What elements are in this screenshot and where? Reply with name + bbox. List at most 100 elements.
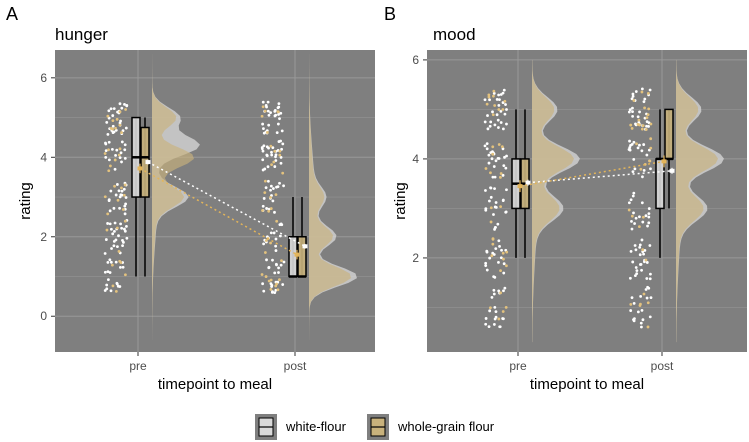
data-point-white-flour [122,187,126,191]
data-point-white-flour [647,221,651,225]
data-point-white-flour [493,123,497,127]
data-point-white-flour [265,153,269,157]
mean-point-whole-grain-pre [137,166,143,171]
data-point-white-flour [269,188,272,192]
data-point-white-flour [280,129,284,133]
data-point-white-flour [118,121,122,125]
density-whole-grain-post [309,53,351,341]
data-point-white-flour [483,120,487,124]
data-point-whole-grain [269,144,273,148]
data-point-white-flour [493,226,497,229]
data-point-whole-grain [118,147,122,151]
data-point-white-flour [269,231,273,235]
data-point-whole-grain [497,108,501,111]
data-point-whole-grain [489,206,493,210]
data-point-whole-grain [263,179,267,183]
data-point-whole-grain [639,302,642,306]
data-point-white-flour [647,215,651,219]
mean-point-whole-grain-post [294,252,300,257]
data-point-white-flour [115,183,119,186]
data-point-white-flour [277,266,280,270]
data-point-whole-grain [269,288,273,291]
data-point-whole-grain [267,279,271,283]
data-point-white-flour [104,155,108,159]
data-point-whole-grain [643,106,646,110]
data-point-white-flour [123,148,127,152]
data-point-white-flour [111,232,115,236]
data-point-white-flour [499,121,503,124]
data-point-whole-grain [499,205,503,209]
data-point-white-flour [645,261,649,264]
density-whole-grain-post [676,59,718,343]
mean-point-white-flour-pre [525,180,531,185]
data-point-white-flour [489,120,493,124]
data-point-white-flour [493,205,497,209]
mean-line-white-flour [527,170,673,184]
data-point-white-flour [485,147,489,151]
data-point-white-flour [260,146,264,149]
density-whole-grain-pre [532,59,574,343]
data-point-white-flour [273,291,277,294]
data-point-white-flour [496,118,500,122]
data-point-white-flour [487,153,491,157]
data-point-white-flour [492,275,496,279]
data-point-white-flour [125,224,128,228]
data-point-whole-grain [123,219,127,223]
data-point-whole-grain [504,305,508,309]
data-point-white-flour [282,184,285,188]
data-point-whole-grain [642,292,646,296]
data-point-white-flour [488,124,492,128]
data-point-white-flour [124,202,128,206]
data-point-white-flour [647,286,651,290]
data-point-whole-grain [115,117,119,121]
data-point-whole-grain [276,288,280,292]
data-point-white-flour [640,268,643,272]
data-point-whole-grain [114,126,117,130]
data-point-whole-grain [505,250,509,254]
data-point-white-flour [638,215,641,219]
data-point-whole-grain [113,158,117,162]
data-point-white-flour [270,150,273,154]
data-point-white-flour [123,212,127,216]
data-point-whole-grain [124,273,127,277]
data-point-white-flour [490,295,494,299]
data-point-white-flour [633,244,637,247]
data-point-whole-grain [497,143,501,146]
data-point-white-flour [492,253,496,256]
y-tick-label: 4 [412,152,419,166]
data-point-white-flour [629,198,633,202]
data-point-white-flour [261,122,265,126]
data-point-white-flour [274,113,278,117]
data-point-white-flour [103,270,107,274]
legend: white-flour whole-grain flour [255,414,495,440]
data-point-white-flour [484,264,488,268]
data-point-white-flour [261,149,265,153]
data-point-white-flour [279,155,283,159]
data-point-white-flour [642,168,646,172]
data-point-whole-grain [120,186,123,190]
data-point-white-flour [499,256,503,260]
data-point-white-flour [269,111,272,115]
data-point-white-flour [267,146,270,150]
data-point-whole-grain [646,301,650,305]
data-point-white-flour [631,114,635,118]
data-point-white-flour [104,149,108,153]
data-point-white-flour [633,167,637,171]
data-point-white-flour [629,249,633,253]
data-point-white-flour [123,204,127,208]
data-point-white-flour [118,102,122,106]
data-point-white-flour [505,122,508,126]
data-point-white-flour [109,260,113,264]
data-point-white-flour [638,110,641,114]
data-point-white-flour [108,271,112,274]
data-point-whole-grain [501,108,505,111]
data-point-whole-grain [264,239,268,242]
mean-point-white-flour-pre [145,160,151,165]
data-point-whole-grain [501,310,505,313]
data-point-white-flour [504,103,507,106]
data-point-white-flour [119,193,123,197]
data-point-white-flour [107,158,111,162]
y-tick-label: 6 [412,53,419,67]
data-point-white-flour [262,197,266,200]
